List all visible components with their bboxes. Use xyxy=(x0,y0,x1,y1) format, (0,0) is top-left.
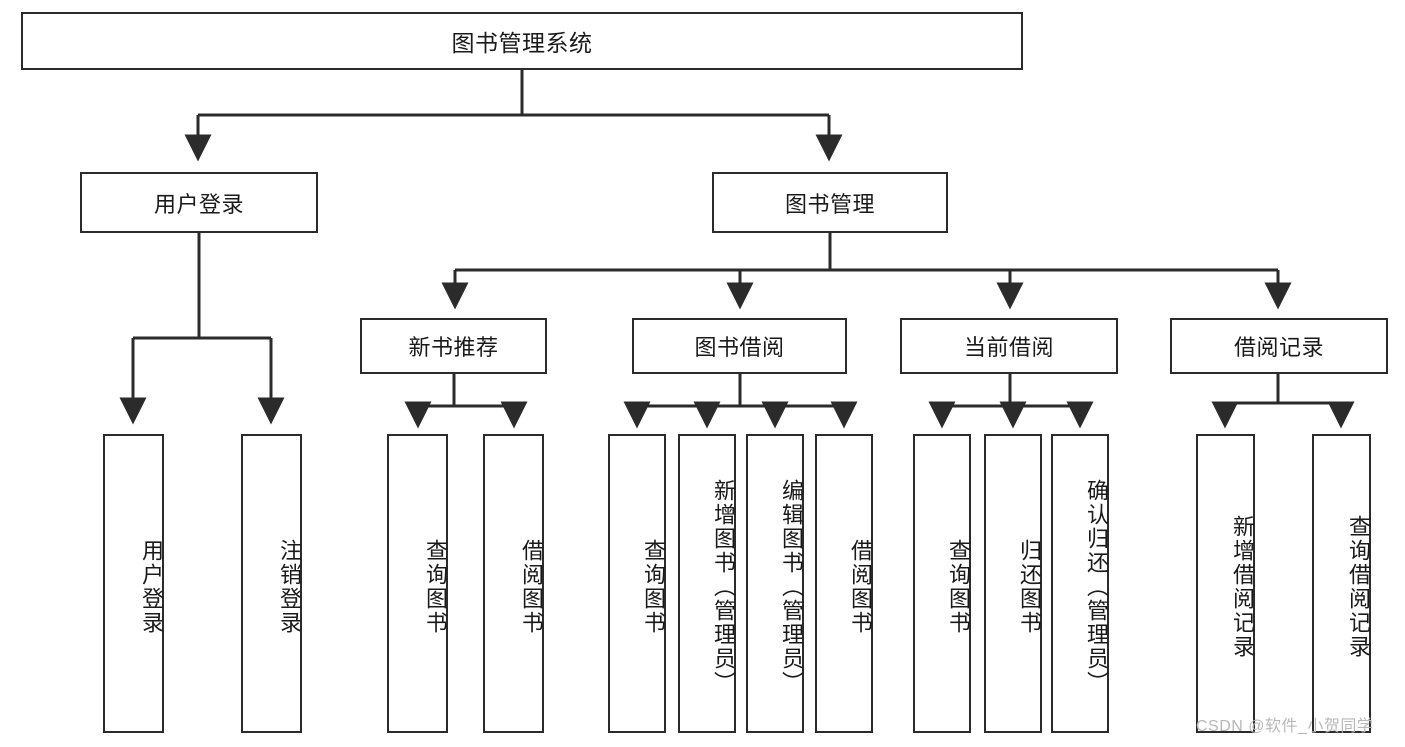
node-leaf-confirm-return-admin[interactable]: 确认归还（管理员） xyxy=(1051,434,1109,733)
node-leaf-query-book-current-label: 查询图书 xyxy=(946,538,971,635)
node-leaf-user-login[interactable]: 用户登录 xyxy=(103,434,164,733)
node-leaf-borrow-book-recommend-label: 借阅图书 xyxy=(519,538,544,635)
node-book-management-label: 图书管理 xyxy=(784,191,875,217)
node-user-login-label: 用户登录 xyxy=(153,191,244,217)
node-leaf-borrow-book-recommend[interactable]: 借阅图书 xyxy=(483,434,544,733)
node-new-book-recommend[interactable]: 新书推荐 xyxy=(360,318,547,374)
node-leaf-query-book-recommend-label: 查询图书 xyxy=(423,538,448,635)
node-leaf-query-book-recommend[interactable]: 查询图书 xyxy=(387,434,448,733)
node-leaf-borrow-book[interactable]: 借阅图书 xyxy=(815,434,873,733)
node-current-borrow[interactable]: 当前借阅 xyxy=(900,318,1118,374)
node-root-label: 图书管理系统 xyxy=(451,30,593,56)
node-leaf-logout[interactable]: 注销登录 xyxy=(241,434,302,733)
node-leaf-logout-label: 注销登录 xyxy=(277,538,302,635)
node-leaf-confirm-return-admin-label: 确认归还（管理员） xyxy=(1084,478,1109,695)
node-book-borrow-label: 图书借阅 xyxy=(694,335,785,360)
node-leaf-query-book-borrow[interactable]: 查询图书 xyxy=(608,434,666,733)
node-leaf-user-login-label: 用户登录 xyxy=(139,538,164,635)
csdn-watermark: CSDN @软件_小贺同学 xyxy=(1196,718,1374,735)
node-leaf-add-book-admin[interactable]: 新增图书（管理员） xyxy=(678,434,736,733)
node-leaf-add-borrow-record[interactable]: 新增借阅记录 xyxy=(1196,434,1255,733)
node-borrow-records[interactable]: 借阅记录 xyxy=(1170,318,1388,374)
node-user-login[interactable]: 用户登录 xyxy=(80,172,318,233)
node-leaf-return-book-label: 归还图书 xyxy=(1017,538,1042,635)
node-leaf-edit-book-admin[interactable]: 编辑图书（管理员） xyxy=(746,434,804,733)
node-root[interactable]: 图书管理系统 xyxy=(21,12,1023,70)
node-current-borrow-label: 当前借阅 xyxy=(963,335,1054,360)
node-borrow-records-label: 借阅记录 xyxy=(1233,335,1324,360)
node-leaf-edit-book-admin-label: 编辑图书（管理员） xyxy=(779,478,804,695)
node-leaf-add-borrow-record-label: 新增借阅记录 xyxy=(1230,514,1255,659)
node-book-management[interactable]: 图书管理 xyxy=(712,172,948,233)
node-leaf-query-borrow-record-label: 查询借阅记录 xyxy=(1346,514,1371,659)
node-book-borrow[interactable]: 图书借阅 xyxy=(632,318,847,374)
node-leaf-add-book-admin-label: 新增图书（管理员） xyxy=(711,478,736,695)
node-leaf-query-book-borrow-label: 查询图书 xyxy=(641,538,666,635)
node-new-book-recommend-label: 新书推荐 xyxy=(408,335,499,360)
node-leaf-query-book-current[interactable]: 查询图书 xyxy=(913,434,971,733)
node-leaf-return-book[interactable]: 归还图书 xyxy=(984,434,1042,733)
node-leaf-query-borrow-record[interactable]: 查询借阅记录 xyxy=(1312,434,1371,733)
node-leaf-borrow-book-label: 借阅图书 xyxy=(848,538,873,635)
